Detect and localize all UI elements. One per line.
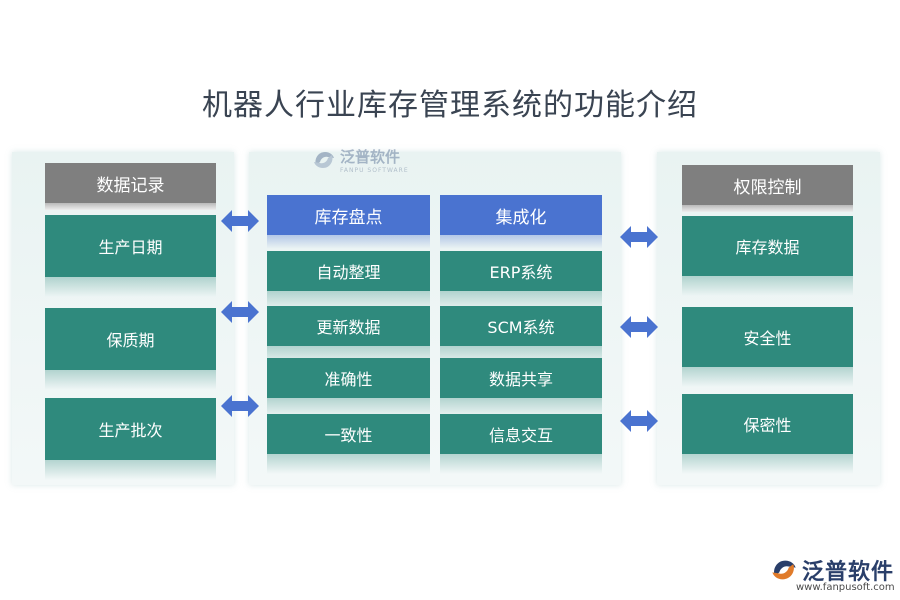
center-col2-header: 集成化: [440, 195, 602, 249]
left-item-0: 生产日期: [45, 215, 216, 297]
right-header: 权限控制: [682, 165, 853, 212]
double-arrow-icon: [221, 299, 259, 325]
fanpu-watermark-icon: [314, 152, 334, 168]
center-col2-item-0: ERP系统: [440, 251, 602, 311]
double-arrow-icon: [620, 224, 658, 250]
watermark-name: 泛普软件: [340, 148, 401, 166]
left-header: 数据记录: [45, 163, 216, 210]
double-arrow-icon: [620, 314, 658, 340]
center-col2-item-3: 信息交互: [440, 414, 602, 474]
watermark: 泛普软件 FANPU SOFTWARE: [312, 146, 409, 174]
fanpu-logo: 泛普软件: [770, 554, 894, 586]
center-col2-item-2: 数据共享: [440, 358, 602, 418]
center-col1-item-2: 准确性: [267, 358, 430, 418]
page-title: 机器人行业库存管理系统的功能介绍: [202, 88, 698, 123]
center-col1-item-1: 更新数据: [267, 306, 430, 366]
fanpu-logo-icon: [772, 560, 796, 580]
center-col1-header: 库存盘点: [267, 195, 430, 249]
double-arrow-icon: [221, 208, 259, 234]
center-col1-item-0: 自动整理: [267, 251, 430, 311]
double-arrow-icon: [221, 393, 259, 419]
left-item-1: 保质期: [45, 308, 216, 390]
logo-name: 泛普软件: [802, 560, 895, 585]
watermark-sub: FANPU SOFTWARE: [340, 167, 409, 174]
center-col2-item-1: SCM系统: [440, 306, 602, 366]
right-item-0: 库存数据: [682, 216, 853, 296]
double-arrow-icon: [620, 408, 658, 434]
right-item-2: 保密性: [682, 394, 853, 474]
center-col1-item-3: 一致性: [267, 414, 430, 474]
left-item-2: 生产批次: [45, 398, 216, 480]
logo-url: www.fanpusoft.com: [796, 582, 895, 593]
right-item-1: 安全性: [682, 307, 853, 387]
